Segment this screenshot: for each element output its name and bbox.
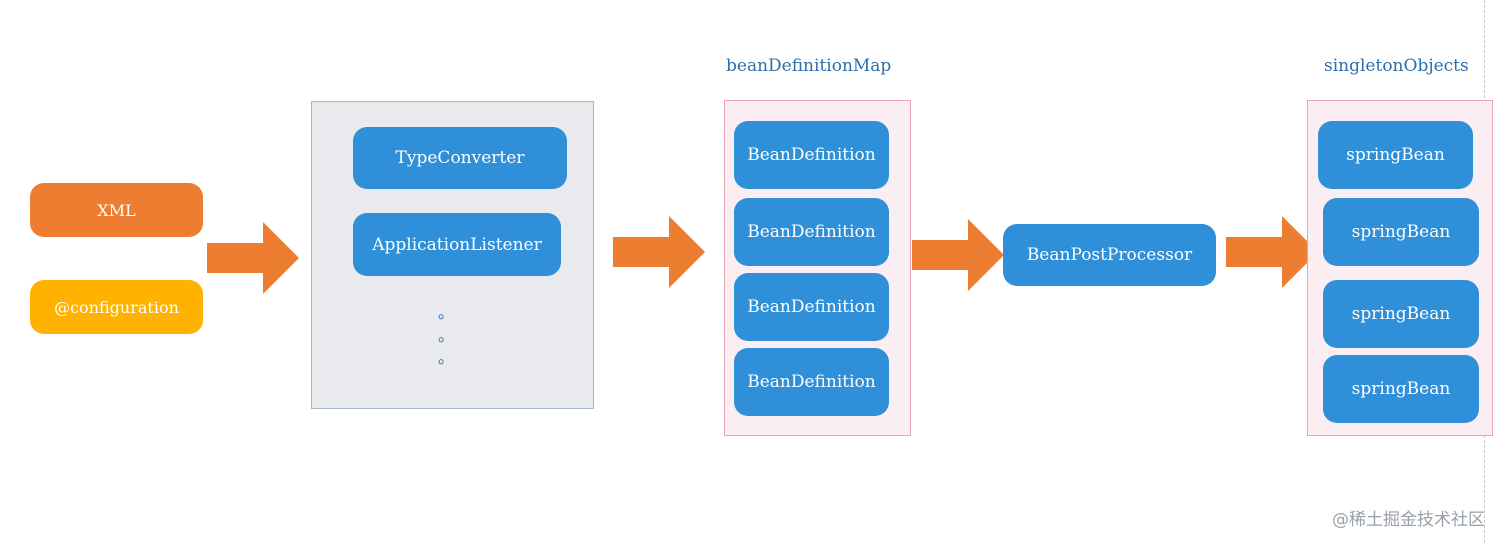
watermark: @稀土掘金技术社区 <box>1332 510 1485 530</box>
singleton-objects-title: singletonObjects <box>1324 56 1469 76</box>
spring-bean-item: springBean <box>1323 280 1479 348</box>
configuration-label: @configuration <box>54 297 179 317</box>
bean-definition-label: BeanDefinition <box>747 297 876 317</box>
arrow-right-icon <box>613 216 705 288</box>
configuration-source-box: @configuration <box>30 280 203 334</box>
registry-item-typeconverter: TypeConverter <box>353 127 567 189</box>
arrow-right-icon <box>207 222 299 294</box>
bean-definition-label: BeanDefinition <box>747 222 876 242</box>
spring-bean-label: springBean <box>1346 145 1445 165</box>
xml-label: XML <box>97 200 136 220</box>
bean-definition-map-title: beanDefinitionMap <box>726 56 892 76</box>
spring-bean-item: springBean <box>1318 121 1473 189</box>
ellipsis-dot: 。 <box>438 348 455 367</box>
bean-definition-item: BeanDefinition <box>734 348 889 416</box>
xml-source-box: XML <box>30 183 203 237</box>
spring-bean-item: springBean <box>1323 355 1479 423</box>
registry-item-label: TypeConverter <box>395 148 525 168</box>
arrow-right-icon <box>912 219 1004 291</box>
bean-definition-label: BeanDefinition <box>747 372 876 392</box>
bean-definition-item: BeanDefinition <box>734 121 889 189</box>
bean-definition-item: BeanDefinition <box>734 198 889 266</box>
registry-item-label: ApplicationListener <box>372 234 542 255</box>
spring-bean-item: springBean <box>1323 198 1479 266</box>
spring-bean-label: springBean <box>1351 222 1451 242</box>
spring-bean-label: springBean <box>1351 304 1451 324</box>
ellipsis-dot: 。 <box>438 326 455 345</box>
bean-post-processor-box: BeanPostProcessor <box>1003 224 1216 286</box>
bean-post-processor-label: BeanPostProcessor <box>1026 245 1193 265</box>
bean-definition-item: BeanDefinition <box>734 273 889 341</box>
bean-definition-label: BeanDefinition <box>747 145 876 165</box>
spring-bean-label: springBean <box>1351 379 1451 399</box>
registry-item-applicationlistener: ApplicationListener <box>353 213 561 276</box>
ellipsis-dot: 。 <box>438 303 455 322</box>
arrow-right-icon <box>1226 216 1318 288</box>
